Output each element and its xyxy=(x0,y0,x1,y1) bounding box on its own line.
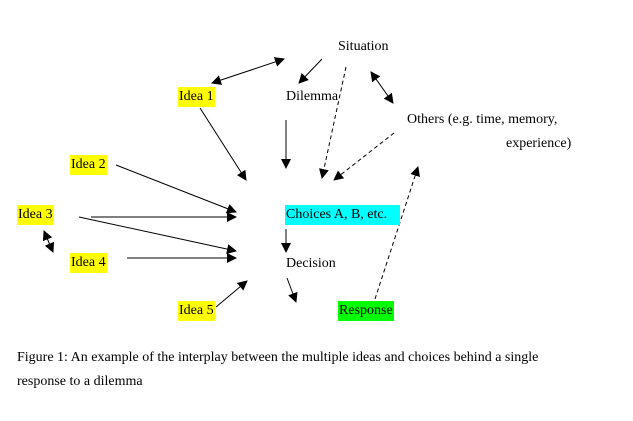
figure-caption-line1: Figure 1: An example of the interplay be… xyxy=(17,350,539,365)
node-choices: Choices A, B, etc. xyxy=(285,205,400,225)
arrow-idea3-b xyxy=(78,216,237,254)
node-idea4: Idea 4 xyxy=(70,253,107,273)
node-dilemma: Dilemma xyxy=(286,89,339,104)
arrow-situation-choices xyxy=(319,66,347,179)
arrow-situation-dilemma xyxy=(298,58,323,84)
arrow-decision-response xyxy=(286,277,298,303)
node-idea2: Idea 2 xyxy=(70,155,107,175)
arrow-idea3-idea4 xyxy=(42,230,55,253)
arrow-others-choices xyxy=(333,132,395,181)
arrow-idea1-situation xyxy=(211,57,285,85)
figure-caption-line2: response to a dilemma xyxy=(17,374,143,389)
node-situation: Situation xyxy=(338,39,389,54)
node-decision: Decision xyxy=(286,256,336,271)
arrow-response-others xyxy=(374,166,420,300)
arrow-situation-others xyxy=(370,71,394,104)
node-idea3: Idea 3 xyxy=(17,205,54,225)
node-others-cont: experience) xyxy=(506,136,572,151)
node-response: Response xyxy=(338,301,394,321)
node-idea1: Idea 1 xyxy=(178,87,215,107)
arrow-idea1 xyxy=(199,107,247,181)
arrow-idea5 xyxy=(215,280,248,308)
node-idea5: Idea 5 xyxy=(178,301,215,321)
arrow-idea2 xyxy=(115,164,237,214)
node-others: Others (e.g. time, memory, xyxy=(407,112,558,127)
